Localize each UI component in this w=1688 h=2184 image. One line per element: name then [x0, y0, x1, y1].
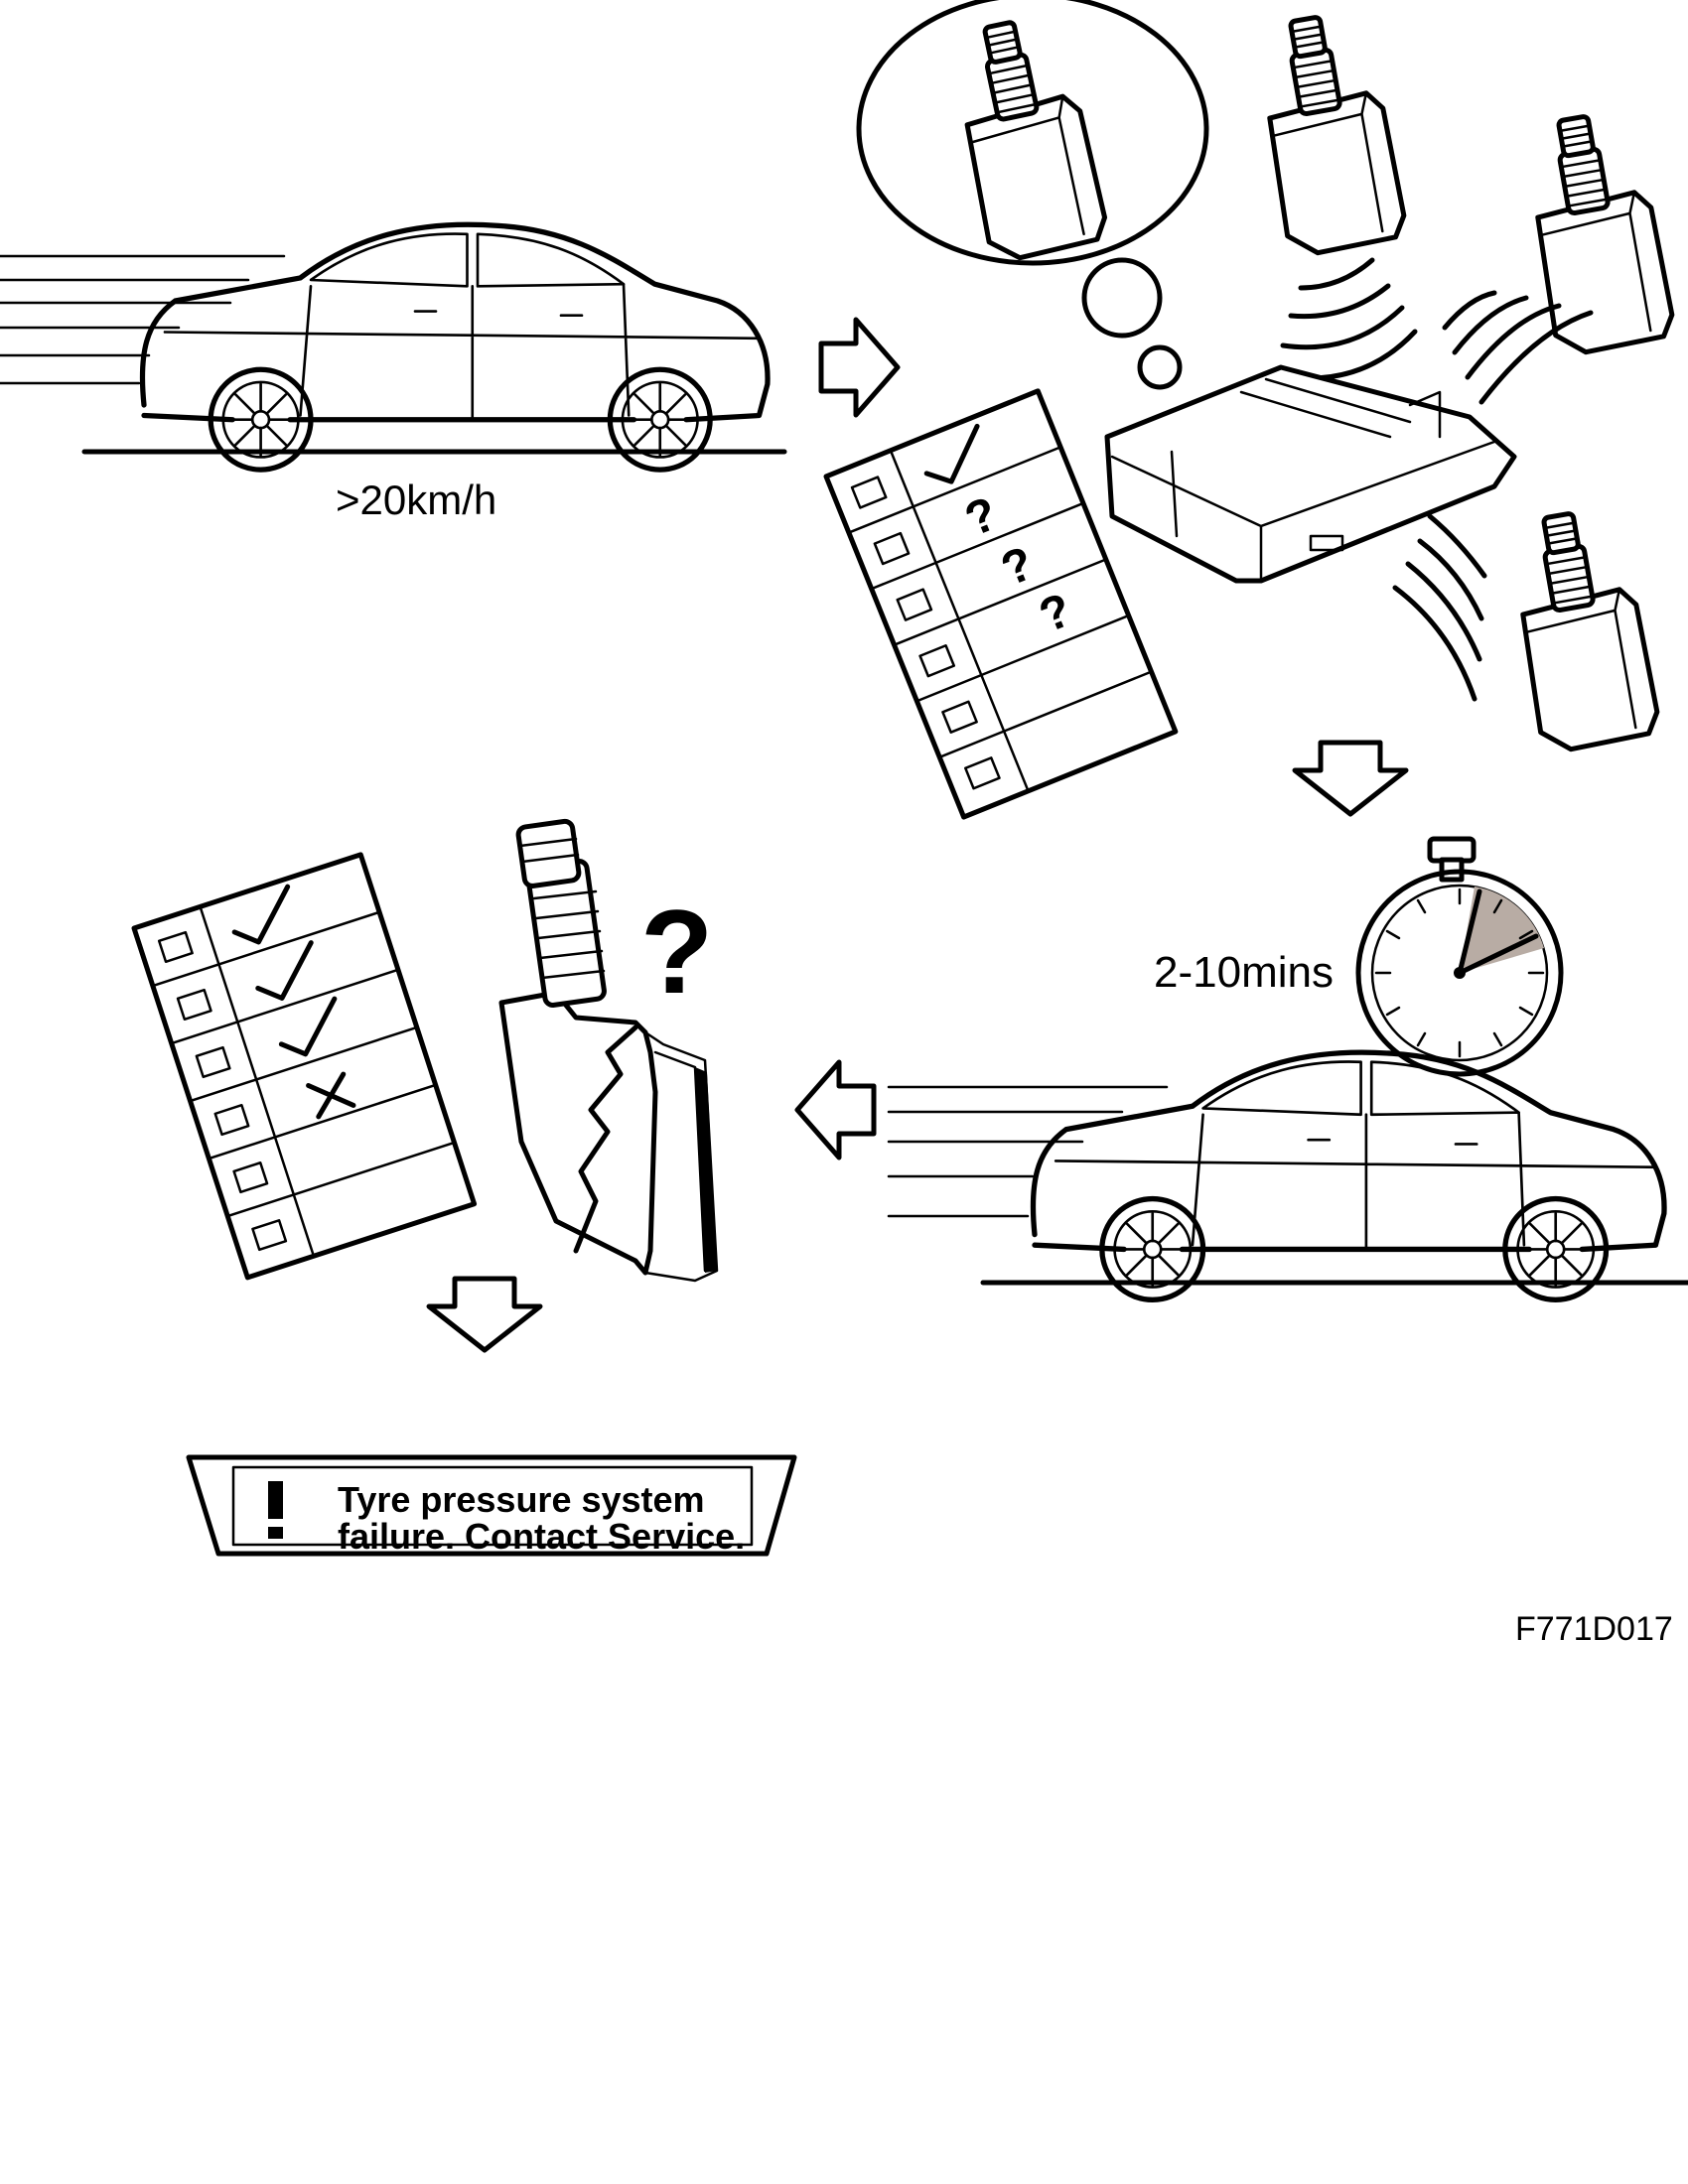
checklist-top: ? ? ? — [823, 388, 1179, 820]
checkbox-column-top — [850, 476, 1001, 790]
warning-display — [186, 1454, 797, 1557]
tpms-receiver-module — [1104, 364, 1517, 584]
arrow-down-left — [429, 1279, 540, 1350]
warning-line-2: failure. Contact Service. — [338, 1516, 746, 1557]
sensor-in-bubble — [945, 12, 1109, 264]
warning-message: Tyre pressure system failure. Contact Se… — [338, 1481, 745, 1555]
exclamation-icon — [268, 1481, 283, 1519]
thought-bubble — [856, 0, 1209, 390]
broken-sensor — [498, 818, 719, 1283]
signal-waves — [1273, 257, 1594, 702]
check-mark — [255, 940, 314, 1001]
arrow-down-right — [1295, 743, 1406, 814]
sensor-top-right — [1519, 107, 1676, 356]
warning-line-1: Tyre pressure system — [338, 1479, 705, 1520]
checkbox-column-bottom — [157, 930, 288, 1252]
check-mark — [923, 423, 980, 484]
speed-lines-bottom — [887, 1085, 1169, 1218]
speed-lines-top — [0, 254, 286, 385]
sensor-top-middle — [1251, 8, 1408, 257]
arrow-right-top — [821, 320, 898, 415]
duration-label: 2-10mins — [1154, 948, 1334, 997]
check-mark — [231, 884, 291, 945]
question-mark-large: ? — [640, 886, 713, 1019]
check-mark — [278, 996, 338, 1057]
speed-threshold-label: >20km/h — [336, 477, 497, 523]
cross-mark — [306, 1071, 356, 1120]
stopwatch-icon — [1355, 836, 1564, 1077]
figure-code: F771D017 — [1515, 1610, 1673, 1648]
sensor-bottom-right — [1504, 504, 1661, 753]
arrow-left — [797, 1062, 874, 1158]
car-bottom — [1033, 1052, 1664, 1299]
car-top — [142, 224, 768, 470]
checklist-bottom — [131, 852, 478, 1281]
